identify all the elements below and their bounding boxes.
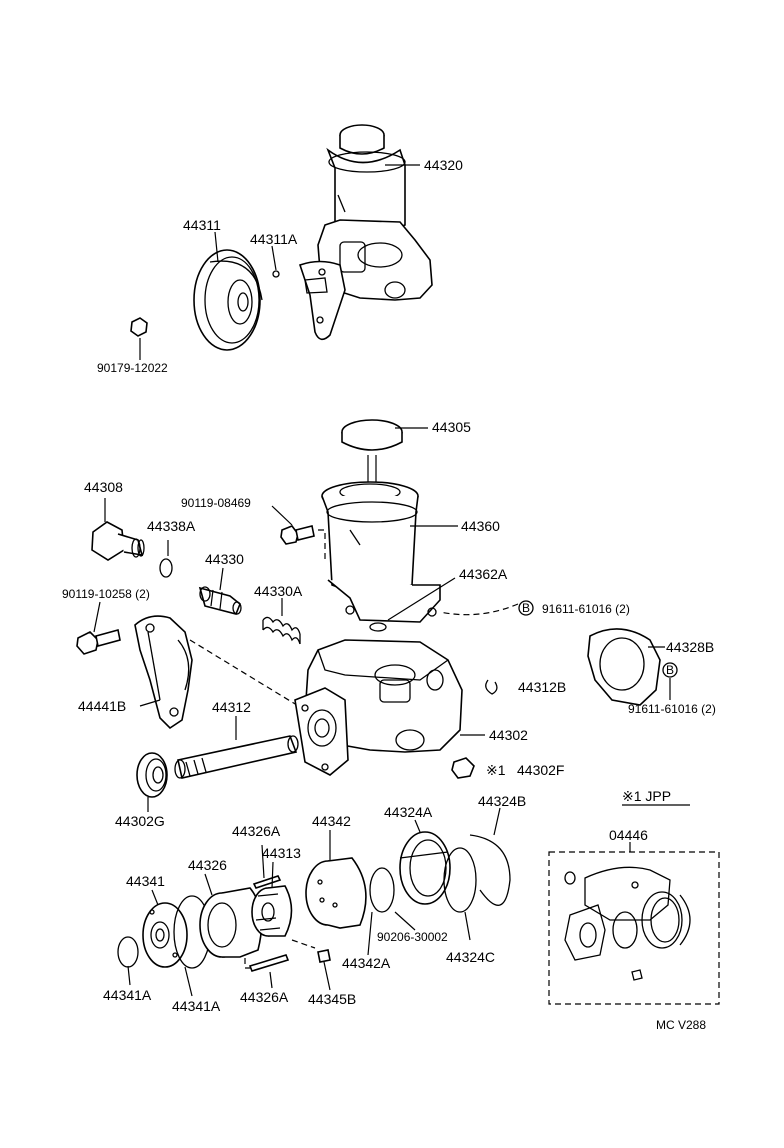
label-44441b: 44441B <box>78 698 126 714</box>
label-jpp: ※1 JPP <box>622 788 671 804</box>
shaft-44312-icon <box>174 735 299 779</box>
label-44338a: 44338A <box>147 518 196 534</box>
label-44330a: 44330A <box>254 583 303 599</box>
bracket-44441b-icon <box>134 615 193 730</box>
seal-44302g-icon <box>136 752 168 798</box>
footer-code: MC V288 <box>656 1018 706 1032</box>
plate-44341-icon <box>142 902 188 968</box>
label-44326a-top: 44326A <box>232 823 281 839</box>
label-91611-61016-b: 91611-61016 (2) <box>628 702 716 716</box>
label-90119-08469: 90119-08469 <box>181 496 251 510</box>
clip-44312b-icon <box>485 679 498 695</box>
gasket-44328b-icon <box>587 628 661 706</box>
label-44326: 44326 <box>188 857 227 873</box>
label-44342: 44342 <box>312 813 351 829</box>
plate-44342-icon <box>305 857 367 929</box>
circle-b-label-2: B <box>666 663 674 677</box>
label-44324b: 44324B <box>478 793 526 809</box>
pulley-icon <box>193 249 263 351</box>
label-44342a: 44342A <box>342 955 391 971</box>
o-ring-44338a-icon <box>159 558 173 578</box>
o-ring-44342a-icon <box>369 867 395 913</box>
label-44330: 44330 <box>205 551 244 567</box>
label-91611-61016-a: 91611-61016 (2) <box>542 602 630 616</box>
label-90119-10258: 90119-10258 (2) <box>62 587 150 601</box>
label-44362a: 44362A <box>459 566 508 582</box>
vane-top-icon <box>252 875 282 889</box>
label-44341: 44341 <box>126 873 165 889</box>
pin-44345b-icon <box>317 949 331 963</box>
fitting-44308-icon <box>91 521 145 561</box>
flow-valve-icon <box>198 586 242 615</box>
label-44328b: 44328B <box>666 639 714 655</box>
label-44312b: 44312B <box>518 679 566 695</box>
o-ring-44362a-icon <box>369 622 387 632</box>
label-90179-12022: 90179-12022 <box>97 361 168 375</box>
label-44311a: 44311A <box>250 231 298 247</box>
vane-bottom-icon <box>248 954 290 972</box>
label-44305: 44305 <box>432 419 471 435</box>
bolt-90119-10258-icon <box>76 629 121 655</box>
label-44302f: 44302F <box>517 762 564 778</box>
label-44311: 44311 <box>183 217 221 233</box>
gasket-kit-box <box>548 851 720 1005</box>
label-90206-30002: 90206-30002 <box>377 930 448 944</box>
reservoir-icon <box>321 481 441 623</box>
rotor-44313-icon <box>251 885 293 937</box>
label-44324c: 44324C <box>446 949 495 965</box>
cam-ring-44326-icon <box>199 887 263 958</box>
pump-assembly-icon <box>298 124 433 341</box>
label-44324a: 44324A <box>384 804 433 820</box>
ring-44324c-icon <box>443 847 477 913</box>
o-ring-44341a-left-icon <box>117 936 139 968</box>
label-44320: 44320 <box>424 157 463 173</box>
label-44312: 44312 <box>212 699 251 715</box>
washer-44311a-icon <box>272 270 280 278</box>
label-44341a-right: 44341A <box>172 998 221 1014</box>
spring-icon <box>262 616 301 645</box>
label-44360: 44360 <box>461 518 500 534</box>
label-44345b: 44345B <box>308 991 356 1007</box>
gasket-kit-icon <box>564 866 691 981</box>
pump-body-icon <box>294 639 463 776</box>
label-44326a-bottom: 44326A <box>240 989 289 1005</box>
bolt-b-marker-icon <box>518 600 534 616</box>
snap-ring-44324b-icon <box>469 834 511 906</box>
circle-b-label: B <box>522 601 530 615</box>
label-44308: 44308 <box>84 479 123 495</box>
label-04446: 04446 <box>609 827 648 843</box>
mark-1: ※1 <box>486 762 506 778</box>
label-44341a-left: 44341A <box>103 987 152 1003</box>
bolt-90119-08469-icon <box>280 525 315 545</box>
reservoir-cap-icon <box>341 419 403 485</box>
cover-44324a-icon <box>399 831 451 905</box>
label-44302g: 44302G <box>115 813 165 829</box>
label-44302: 44302 <box>489 727 528 743</box>
label-44313: 44313 <box>262 845 301 861</box>
bolt-b-marker-2-icon <box>662 662 678 678</box>
nut-90179-icon <box>130 317 148 337</box>
nut-44302f-icon <box>451 757 475 779</box>
